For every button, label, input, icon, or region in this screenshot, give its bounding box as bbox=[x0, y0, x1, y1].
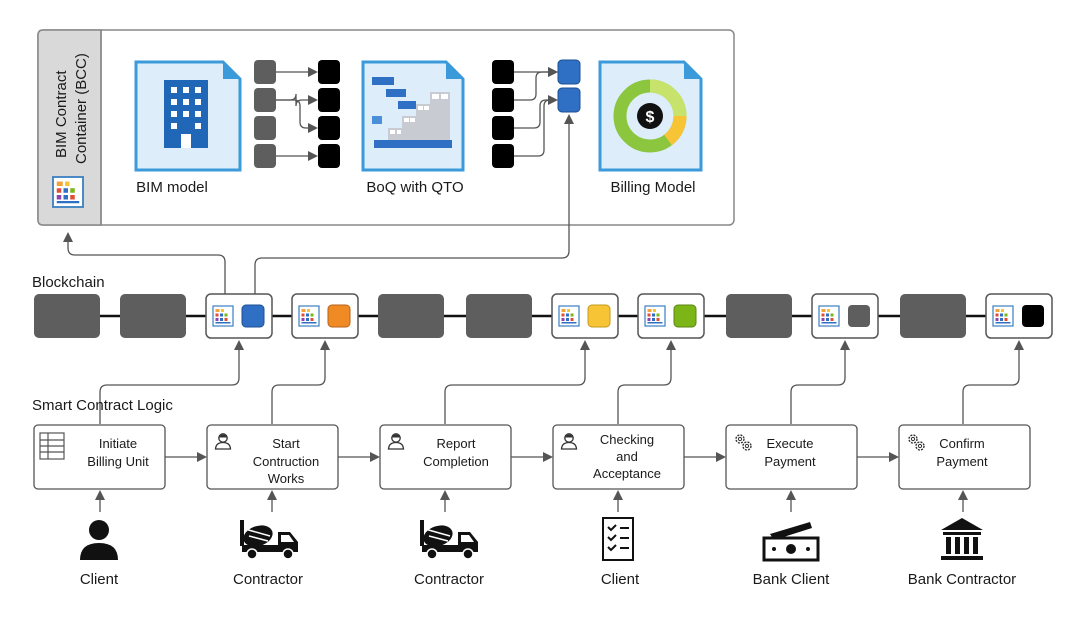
chain-block bbox=[466, 294, 532, 338]
step-label: Execute bbox=[767, 436, 814, 451]
cash-icon bbox=[762, 522, 820, 562]
actor-label: Contractor bbox=[233, 571, 303, 588]
chain-block-green bbox=[637, 293, 705, 339]
chain-block bbox=[900, 294, 966, 338]
boq-billing-mapping bbox=[492, 59, 581, 168]
actor-label: Client bbox=[601, 571, 640, 588]
checklist-icon bbox=[602, 517, 634, 561]
step-label: Completion bbox=[423, 454, 489, 469]
step-label: Works bbox=[268, 471, 305, 486]
svg-text:$: $ bbox=[646, 109, 655, 126]
person-icon bbox=[80, 520, 118, 560]
actor-label: Client bbox=[80, 571, 119, 588]
logic-steps: Initiate Billing Unit Start Contruction … bbox=[33, 424, 1031, 490]
step-confirm-payment: Confirm Payment bbox=[898, 424, 1031, 490]
step-label: Start bbox=[272, 436, 300, 451]
table-icon bbox=[39, 432, 65, 460]
step-label: Payment bbox=[936, 454, 988, 469]
quantity-chart-icon bbox=[372, 77, 452, 148]
cement-truck-icon bbox=[239, 519, 299, 560]
dollar-donut-icon: $ bbox=[613, 79, 687, 153]
chain-block-yellow bbox=[551, 293, 619, 339]
boq-document: BoQ with QTO bbox=[361, 60, 465, 196]
step-label: Billing Unit bbox=[87, 454, 149, 469]
step-label: Report bbox=[436, 436, 475, 451]
doc-label-bim-model: BIM model bbox=[136, 179, 208, 196]
actors: Client Contractor Contractor Client Bank… bbox=[80, 517, 1016, 588]
container-title-line1: BIM Contract bbox=[53, 70, 70, 158]
blockchain bbox=[34, 293, 1053, 339]
step-label: and bbox=[616, 449, 638, 464]
step-label: Contruction bbox=[253, 454, 319, 469]
actor-label: Bank Contractor bbox=[908, 571, 1016, 588]
actor-label: Bank Client bbox=[753, 571, 831, 588]
chain-block bbox=[120, 294, 186, 338]
actor-arrows bbox=[95, 490, 968, 512]
bim-boq-mapping bbox=[254, 60, 340, 168]
step-initiate-billing-unit: Initiate Billing Unit bbox=[33, 424, 166, 490]
step-report-completion: Report Completion bbox=[379, 424, 512, 490]
chain-block-blue bbox=[205, 293, 273, 339]
billing-model-document: $ Billing Model bbox=[598, 60, 703, 196]
step-label: Acceptance bbox=[593, 466, 661, 481]
doc-label-billing-model: Billing Model bbox=[610, 179, 695, 196]
bank-icon bbox=[941, 518, 983, 560]
container-logo-icon bbox=[52, 176, 84, 208]
chain-block-gray bbox=[811, 293, 879, 339]
logic-to-chain-connectors bbox=[99, 340, 1024, 424]
smart-contract-logic-title: Smart Contract Logic bbox=[32, 397, 173, 414]
container-title-line2: Container (BCC) bbox=[73, 53, 90, 164]
chain-block bbox=[378, 294, 444, 338]
container-connectors bbox=[63, 114, 574, 295]
cement-truck-icon bbox=[419, 519, 479, 560]
bim-model-document: BIM model bbox=[134, 60, 242, 196]
step-label: Initiate bbox=[99, 436, 137, 451]
step-start-construction-works: Start Contruction Works bbox=[206, 424, 339, 490]
blockchain-title: Blockchain bbox=[32, 274, 105, 291]
building-icon bbox=[164, 80, 208, 148]
step-checking-and-acceptance: Checking and Acceptance bbox=[552, 424, 685, 490]
step-label: Confirm bbox=[939, 436, 985, 451]
step-label: Checking bbox=[600, 432, 654, 447]
chain-block bbox=[726, 294, 792, 338]
chain-block bbox=[34, 294, 100, 338]
doc-label-boq: BoQ with QTO bbox=[366, 179, 463, 196]
actor-label: Contractor bbox=[414, 571, 484, 588]
chain-block-orange bbox=[291, 293, 359, 339]
step-execute-payment: Execute Payment bbox=[725, 424, 858, 490]
chain-block-black bbox=[985, 293, 1053, 339]
step-label: Payment bbox=[764, 454, 816, 469]
